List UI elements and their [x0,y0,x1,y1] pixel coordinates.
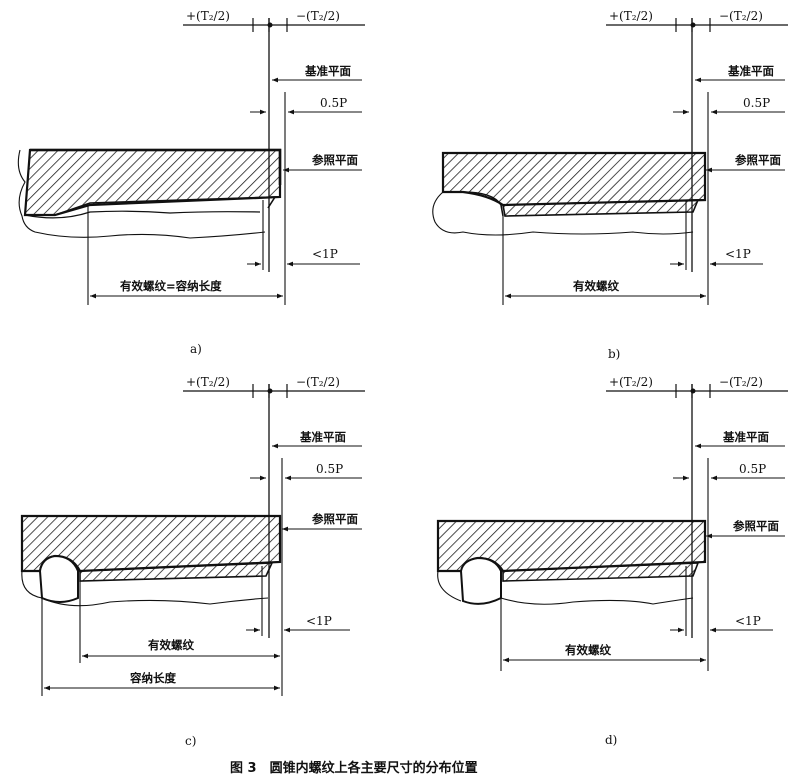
panel-d: +(T₂/2) −(T₂/2) 基准平面 0.5P 参照平面 <1P 有效螺纹 … [436,375,788,747]
minus-tolerance-label: −(T₂/2) [296,375,340,389]
half-pitch-label: 0.5P [739,462,766,476]
less-pitch-label: <1P [735,614,761,628]
panel-sub-label: b) [608,347,620,361]
basic-plane-label: 基准平面 [304,64,351,78]
less-pitch-label: <1P [312,247,338,261]
panel-c: +(T₂/2) −(T₂/2) 基准平面 0.5P 参照平面 <1P 有效螺纹 … [20,375,365,748]
dimension-label-1: 有效螺纹=容纳长度 [120,279,222,293]
plus-tolerance-label: +(T₂/2) [186,375,230,389]
dimension-label-1: 有效螺纹 [565,643,611,657]
plus-tolerance-label: +(T₂/2) [609,9,653,23]
dimension-label-2: 容纳长度 [129,671,176,685]
less-pitch-label: <1P [725,247,751,261]
panel-b: +(T₂/2) −(T₂/2) 基准平面 0.5P 参照平面 <1P 有效螺纹 … [432,9,788,361]
figure-caption: 图 3 圆锥内螺纹上各主要尺寸的分布位置 [230,760,478,776]
half-pitch-label: 0.5P [743,96,770,110]
reference-plane-label: 参照平面 [734,153,781,167]
reference-plane-label: 参照平面 [732,519,779,533]
minus-tolerance-label: −(T₂/2) [719,375,763,389]
dimension-label-1: 有效螺纹 [148,638,194,652]
dimension-label-1: 有效螺纹 [573,279,619,293]
half-pitch-label: 0.5P [316,462,343,476]
hatched-section [23,148,282,217]
reference-plane-label: 参照平面 [311,512,358,526]
panel-sub-label: a) [190,342,202,356]
basic-plane-label: 基准平面 [727,64,774,78]
panel-sub-label: d) [605,733,617,747]
plus-tolerance-label: +(T₂/2) [186,9,230,23]
basic-plane-label: 基准平面 [722,430,769,444]
minus-tolerance-label: −(T₂/2) [719,9,763,23]
basic-plane-label: 基准平面 [299,430,346,444]
half-pitch-label: 0.5P [320,96,347,110]
panel-a: +(T₂/2) −(T₂/2) 基准平面 0.5P 参照平面 <1P [17,9,365,356]
minus-tolerance-label: −(T₂/2) [296,9,340,23]
plus-tolerance-label: +(T₂/2) [609,375,653,389]
hatched-section [441,151,707,207]
break-line [17,149,266,239]
reference-plane-label: 参照平面 [311,153,358,167]
less-pitch-label: <1P [306,614,332,628]
panel-sub-label: c) [185,734,196,748]
